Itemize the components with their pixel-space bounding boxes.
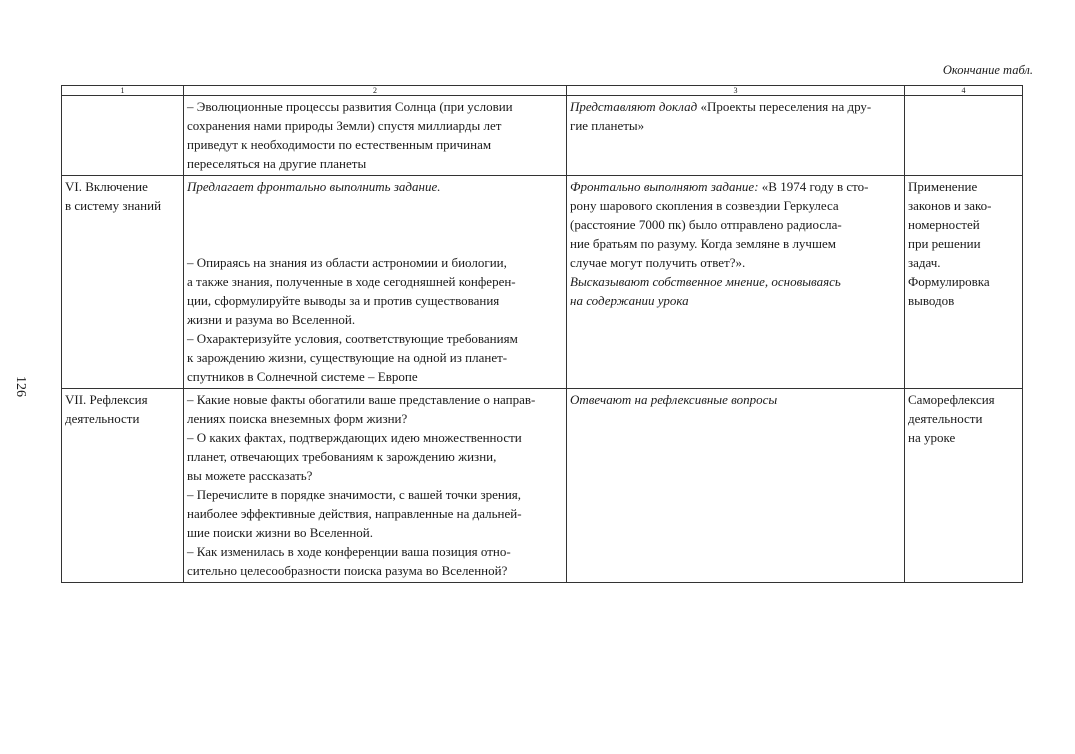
text-line: к зарождению жизни, существующие на одно… xyxy=(187,350,508,365)
text-line: случае могут получить ответ?». xyxy=(570,255,746,270)
text-line: при решении xyxy=(908,236,981,251)
cell-outcome: Применение законов и зако- номерностей п… xyxy=(904,175,1023,389)
table-row-vi: VI. Включение в систему знаний Предлагае… xyxy=(61,175,1023,389)
text-line: приведут к необходимости по естественным… xyxy=(187,137,492,152)
cell-teacher-activity: – Какие новые факты обогатили ваше предс… xyxy=(183,388,567,583)
text-line: законов и зако- xyxy=(908,198,992,213)
lesson-table: 1 2 3 4 – Эволюционные процессы развития… xyxy=(61,85,1023,583)
text-line: Применение xyxy=(908,179,978,194)
text-line: – О каких фактах, подтверждающих идею мн… xyxy=(187,430,522,445)
text-line: в систему знаний xyxy=(65,198,162,213)
text-line: спутников в Солнечной системе – Европе xyxy=(187,369,418,384)
text-line: рону шарового скопления в созвездии Герк… xyxy=(570,198,839,213)
text-line: сительно целесообразности поиска разума … xyxy=(187,563,508,578)
text-line: – Охарактеризуйте условия, соответствующ… xyxy=(187,331,518,346)
table-row-continuation: – Эволюционные процессы развития Солнца … xyxy=(61,95,1023,176)
table-caption: Окончание табл. xyxy=(942,63,1033,77)
column-header-4: 4 xyxy=(904,85,1023,96)
text-fragment: «Проекты переселения на дру- xyxy=(700,99,872,114)
cell-stage: VII. Рефлексия деятельности xyxy=(61,388,184,583)
cell-outcome: Саморефлексия деятельности на уроке xyxy=(904,388,1023,583)
italic-text: Представляют доклад xyxy=(570,99,698,114)
cell-outcome xyxy=(904,95,1023,176)
text-line: номерностей xyxy=(908,217,980,232)
text-line: шие поиски жизни во Вселенной. xyxy=(187,525,373,540)
column-header-2: 2 xyxy=(183,85,567,96)
text-line: (расстояние 7000 пк) было отправлено рад… xyxy=(570,217,842,232)
text-line: вы можете рассказать? xyxy=(187,468,313,483)
italic-text: Фронтально выполняют задание: xyxy=(570,179,759,194)
page-number: 126 xyxy=(13,376,28,397)
spacer xyxy=(187,196,563,253)
cell-stage: VI. Включение в систему знаний xyxy=(61,175,184,389)
text-line: VI. Включение xyxy=(65,179,148,194)
text-line: планет, отвечающих требованиям к зарожде… xyxy=(187,449,497,464)
text-line: ции, сформулируйте выводы за и против су… xyxy=(187,293,500,308)
cell-teacher-activity: – Эволюционные процессы развития Солнца … xyxy=(183,95,567,176)
text-line: жизни и разума во Вселенной. xyxy=(187,312,356,327)
italic-text: Отвечают на рефлексивные вопросы xyxy=(570,392,778,407)
text-line: сохранения нами природы Земли) спустя ми… xyxy=(187,118,502,133)
text-line: – Как изменилась в ходе конференции ваша… xyxy=(187,544,511,559)
italic-text: Высказывают собственное мнение, основыва… xyxy=(570,274,841,289)
header-row: 1 2 3 4 xyxy=(61,85,1023,96)
italic-text: на содержании урока xyxy=(570,293,689,308)
text-line: Формулировка xyxy=(908,274,990,289)
text-line: лениях поиска внеземных форм жизни? xyxy=(187,411,408,426)
italic-text: Предлагает фронтально выполнить задание. xyxy=(187,179,441,194)
text-line: деятельности xyxy=(65,411,140,426)
cell-student-activity: Представляют доклад «Проекты переселения… xyxy=(566,95,905,176)
column-header-3: 3 xyxy=(566,85,905,96)
text-fragment: «В 1974 году в сто- xyxy=(761,179,869,194)
text-line: – Перечислите в порядке значимости, с ва… xyxy=(187,487,522,502)
text-line: наиболее эффективные действия, направлен… xyxy=(187,506,522,521)
text-line: гие планеты» xyxy=(570,118,645,133)
text-line: переселяться на другие планеты xyxy=(187,156,367,171)
text-line: – Какие новые факты обогатили ваше предс… xyxy=(187,392,536,407)
text-line: Саморефлексия xyxy=(908,392,995,407)
text-line: задач. xyxy=(908,255,941,270)
text-line: на уроке xyxy=(908,430,956,445)
table-row-vii: VII. Рефлексия деятельности – Какие новы… xyxy=(61,388,1023,583)
text-line: – Опираясь на знания из области астроном… xyxy=(187,255,507,270)
cell-teacher-activity: Предлагает фронтально выполнить задание.… xyxy=(183,175,567,389)
text-line: а также знания, полученные в ходе сегодн… xyxy=(187,274,516,289)
text-line: ние братьям по разуму. Когда земляне в л… xyxy=(570,236,836,251)
text-line: выводов xyxy=(908,293,955,308)
cell-stage xyxy=(61,95,184,176)
cell-student-activity: Отвечают на рефлексивные вопросы xyxy=(566,388,905,583)
cell-student-activity: Фронтально выполняют задание: «В 1974 го… xyxy=(566,175,905,389)
text-line: деятельности xyxy=(908,411,983,426)
text-line: – Эволюционные процессы развития Солнца … xyxy=(187,99,513,114)
column-header-1: 1 xyxy=(61,85,184,96)
text-line: VII. Рефлексия xyxy=(65,392,148,407)
